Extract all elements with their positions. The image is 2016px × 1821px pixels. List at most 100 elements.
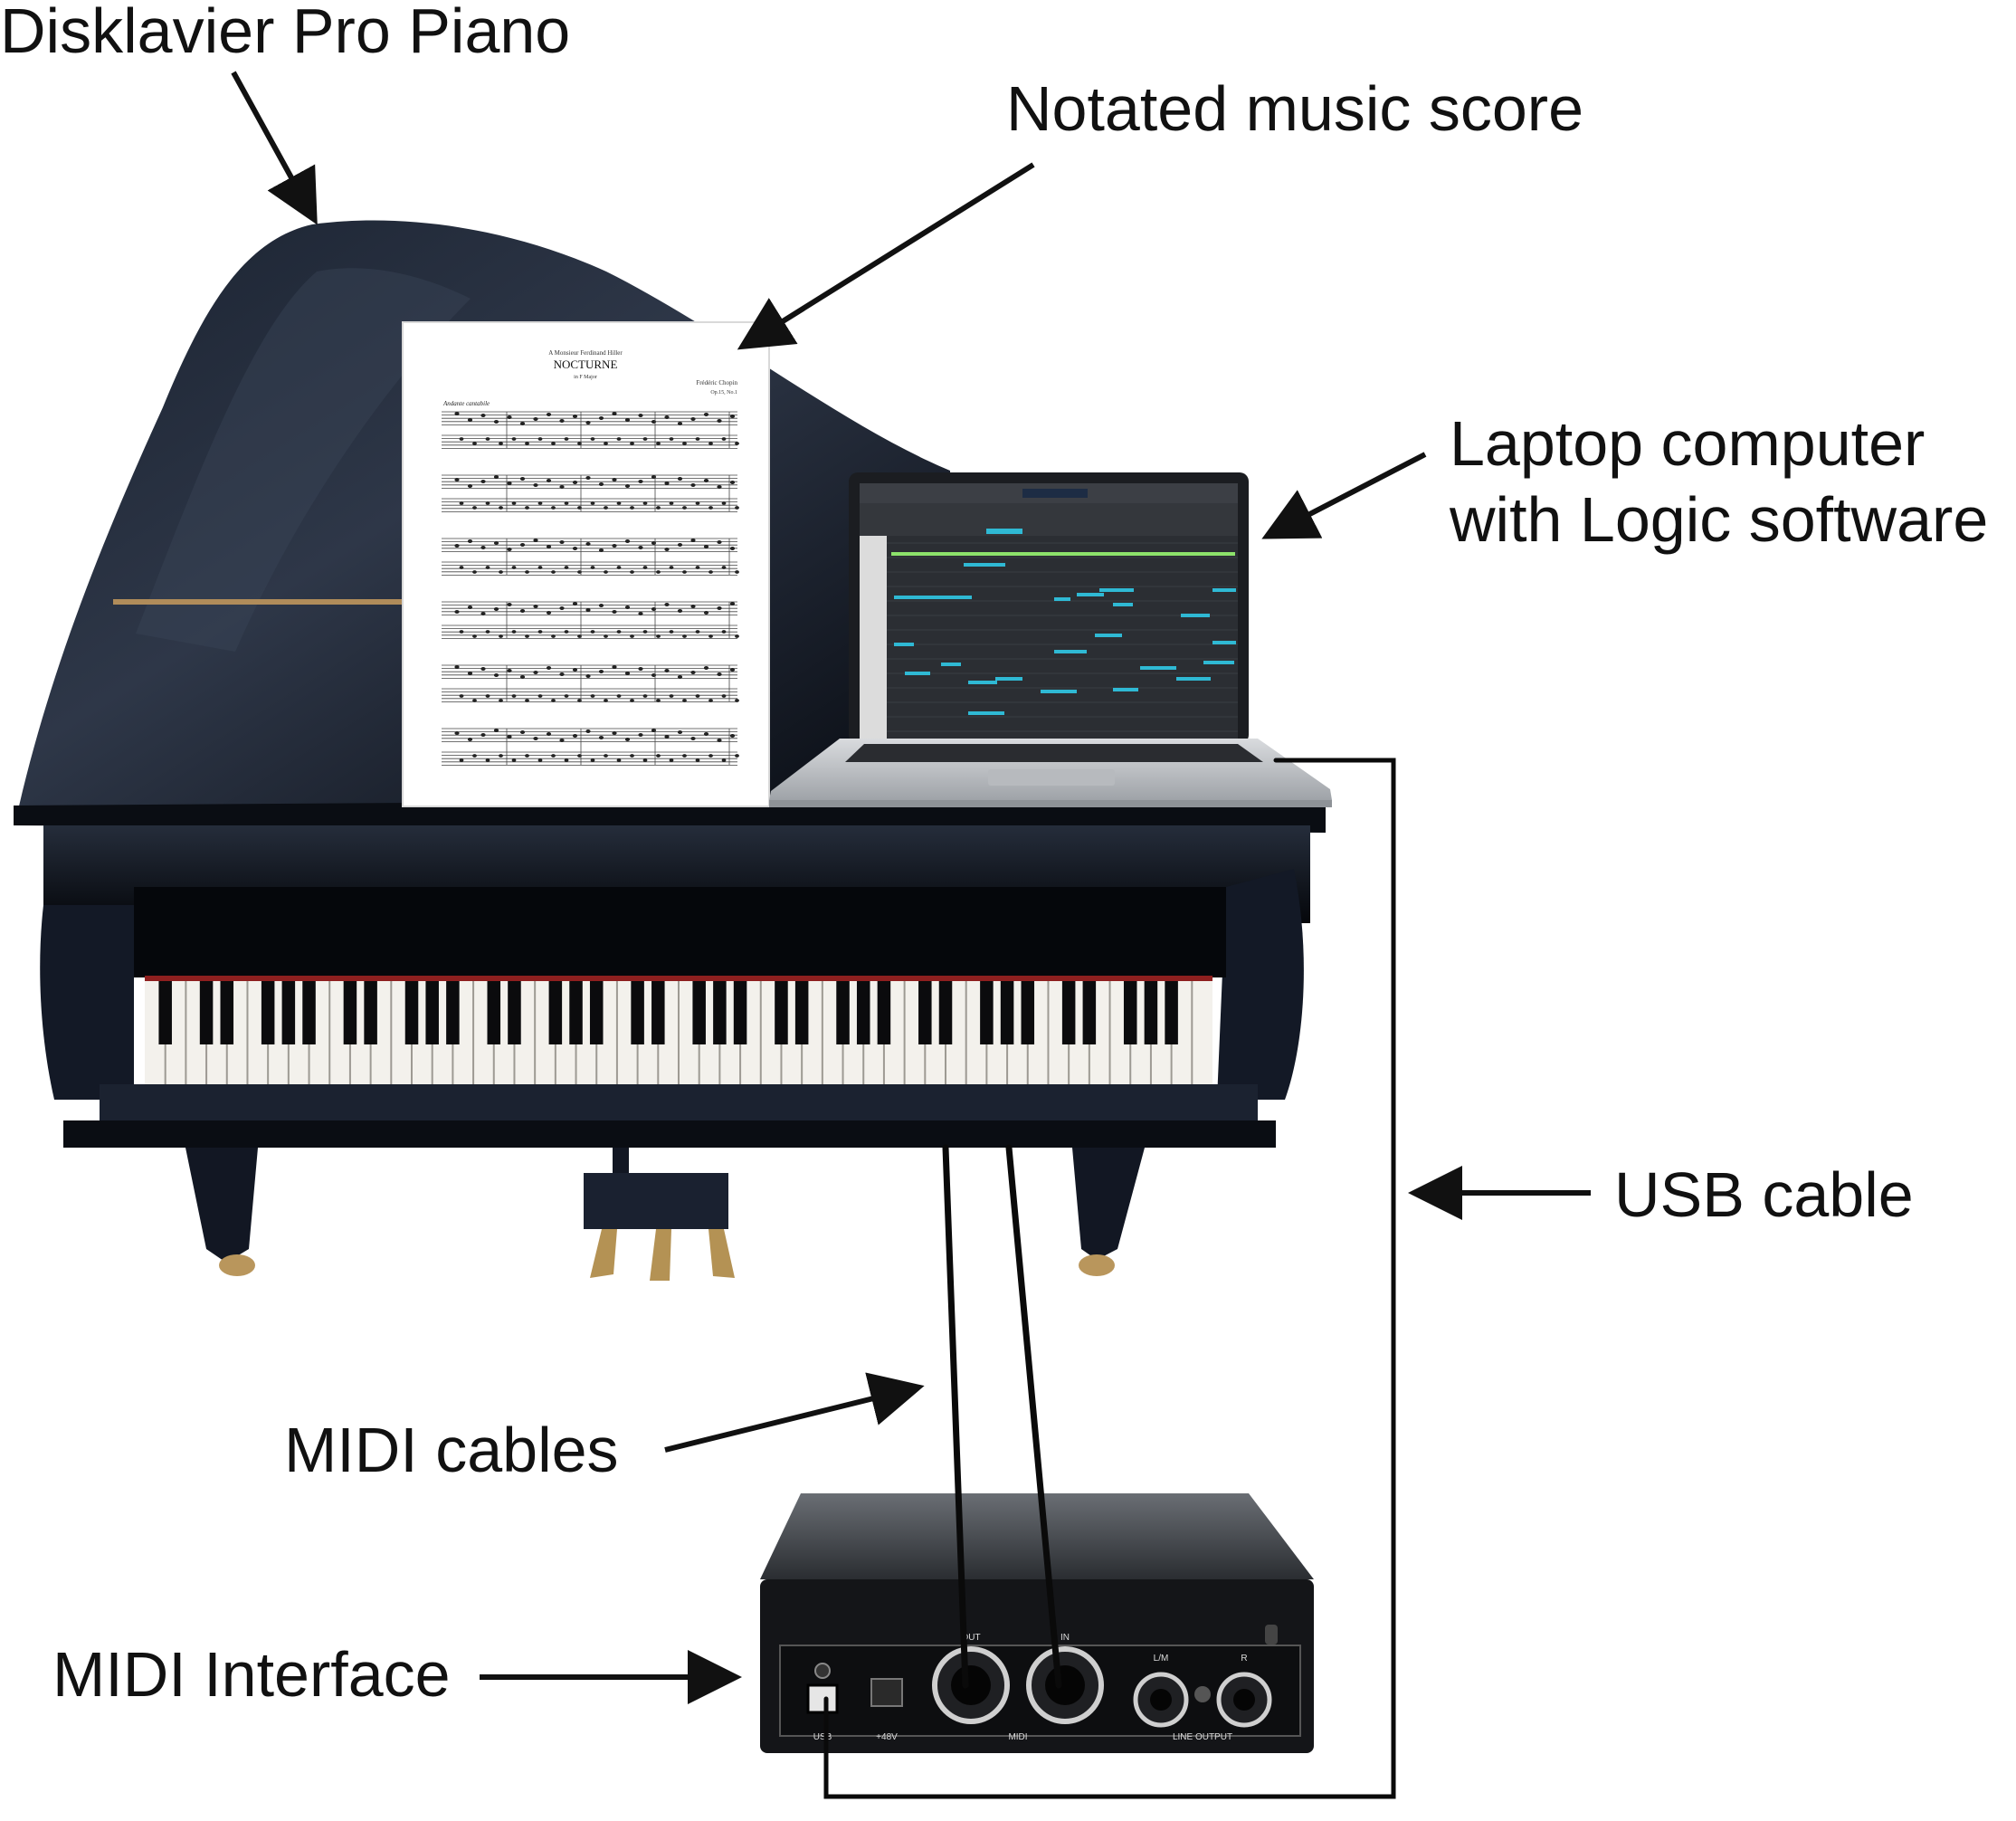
line-out-left-center: [1150, 1689, 1172, 1711]
score-note: [690, 605, 696, 608]
score-note: [638, 612, 643, 615]
score-note: [480, 414, 486, 417]
score-note: [612, 478, 617, 481]
midi-note-block: [894, 643, 914, 646]
score-note: [480, 480, 486, 483]
label-midi-interface: MIDI Interface: [52, 1639, 451, 1710]
score-note: [519, 543, 526, 547]
score-note: [717, 606, 722, 610]
score-note: [572, 415, 578, 418]
keyboard: [145, 976, 1212, 1084]
score-header: A Monsieur Ferdinand Hiller: [548, 349, 623, 357]
score-note: [533, 671, 538, 674]
midi-note-block: [1140, 666, 1176, 670]
score-note: [612, 610, 617, 614]
black-key: [1123, 981, 1137, 1044]
score-note: [677, 422, 683, 425]
line-out-right-center: [1233, 1689, 1255, 1711]
score-note: [703, 413, 709, 416]
midi-note-block: [995, 677, 1022, 681]
black-key: [713, 981, 727, 1044]
score-note: [729, 602, 736, 605]
score-note: [656, 699, 661, 702]
midi-note-block: [968, 711, 1004, 715]
score-note: [630, 570, 634, 574]
label-line-output: LINE OUTPUT: [1173, 1732, 1232, 1742]
score-note: [669, 437, 674, 441]
score-note: [703, 666, 709, 670]
score-note: [511, 758, 517, 762]
score-note: [585, 674, 591, 678]
score-note: [703, 545, 709, 548]
score-note: [677, 675, 683, 679]
score-note: [459, 501, 464, 505]
midi-note-block: [894, 596, 972, 599]
score-note: [551, 699, 556, 702]
midi-cable-in: [1005, 1144, 1062, 1689]
score-note: [572, 481, 578, 484]
score-note: [729, 481, 736, 484]
score-note: [472, 754, 477, 758]
score-note: [525, 570, 529, 574]
score-note: [480, 546, 486, 549]
score-note: [507, 548, 512, 551]
score-note: [564, 437, 569, 441]
score-note: [708, 754, 713, 758]
logic-region-highlight: [986, 529, 1022, 534]
score-note: [511, 694, 517, 698]
black-key: [261, 981, 275, 1044]
score-note: [612, 544, 617, 548]
score-note: [690, 417, 696, 421]
score-note: [721, 758, 727, 762]
midi-note-block: [968, 681, 997, 684]
score-note: [546, 413, 552, 416]
right-cheek: [1217, 869, 1304, 1100]
laptop-front-edge: [769, 800, 1332, 807]
score-note: [664, 548, 670, 551]
score-note: [525, 634, 529, 638]
score-note: [533, 417, 538, 421]
score-note: [682, 442, 687, 445]
logic-piano-roll-keys: [860, 536, 887, 739]
score-note: [533, 483, 538, 487]
score-note: [604, 699, 608, 702]
black-key: [651, 981, 665, 1044]
black-key: [1000, 981, 1014, 1044]
score-note: [682, 699, 687, 702]
score-note: [612, 412, 617, 415]
score-note: [493, 475, 499, 479]
midi-out-socket: [951, 1665, 991, 1705]
score-note: [537, 437, 543, 441]
score-note: [656, 634, 661, 638]
pedal-rod: [613, 1148, 629, 1175]
score-note: [677, 543, 683, 547]
score-note: [472, 570, 477, 574]
black-key: [918, 981, 932, 1044]
score-note: [690, 737, 696, 740]
key-slip: [100, 1084, 1258, 1120]
score-note: [616, 501, 622, 505]
midi-note-block: [1181, 614, 1210, 617]
score-note: [656, 506, 661, 510]
score-note: [507, 735, 512, 739]
score-key: in F Major: [574, 375, 597, 380]
score-note: [499, 754, 503, 758]
score-note: [642, 501, 648, 505]
score-note: [525, 442, 529, 445]
score-note: [677, 477, 683, 481]
black-key: [794, 981, 809, 1044]
score-note: [598, 416, 604, 420]
score-note: [459, 694, 464, 698]
score-note: [480, 612, 486, 615]
score-tempo: Andante cantabile: [442, 400, 490, 407]
midi-note-block: [1095, 634, 1122, 637]
score-note: [669, 501, 674, 505]
score-note: [507, 481, 512, 485]
black-key: [281, 981, 296, 1044]
black-key: [199, 981, 214, 1044]
score-title: NOCTURNE: [554, 358, 618, 371]
key-cavity: [134, 887, 1226, 977]
black-key: [733, 981, 747, 1044]
score-note: [519, 675, 526, 679]
